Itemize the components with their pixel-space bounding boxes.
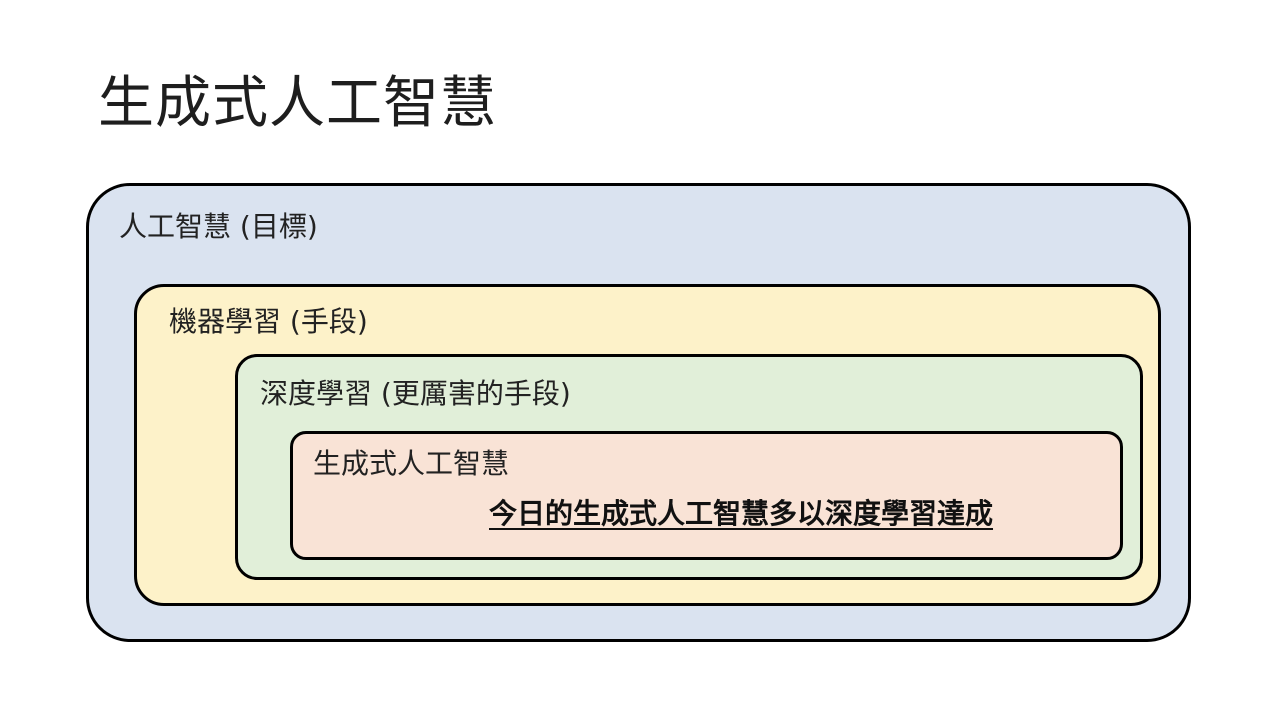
- deep-learning-label: 深度學習 (更厲害的手段): [260, 377, 571, 410]
- machine-learning-label: 機器學習 (手段): [169, 305, 368, 338]
- generative-ai-box: 生成式人工智慧 今日的生成式人工智慧多以深度學習達成: [290, 431, 1123, 560]
- slide-title: 生成式人工智慧: [98, 71, 497, 136]
- generative-ai-label: 生成式人工智慧: [313, 447, 510, 480]
- artificial-intelligence-label: 人工智慧 (目標): [119, 210, 318, 243]
- generative-ai-note: 今日的生成式人工智慧多以深度學習達成: [489, 497, 994, 530]
